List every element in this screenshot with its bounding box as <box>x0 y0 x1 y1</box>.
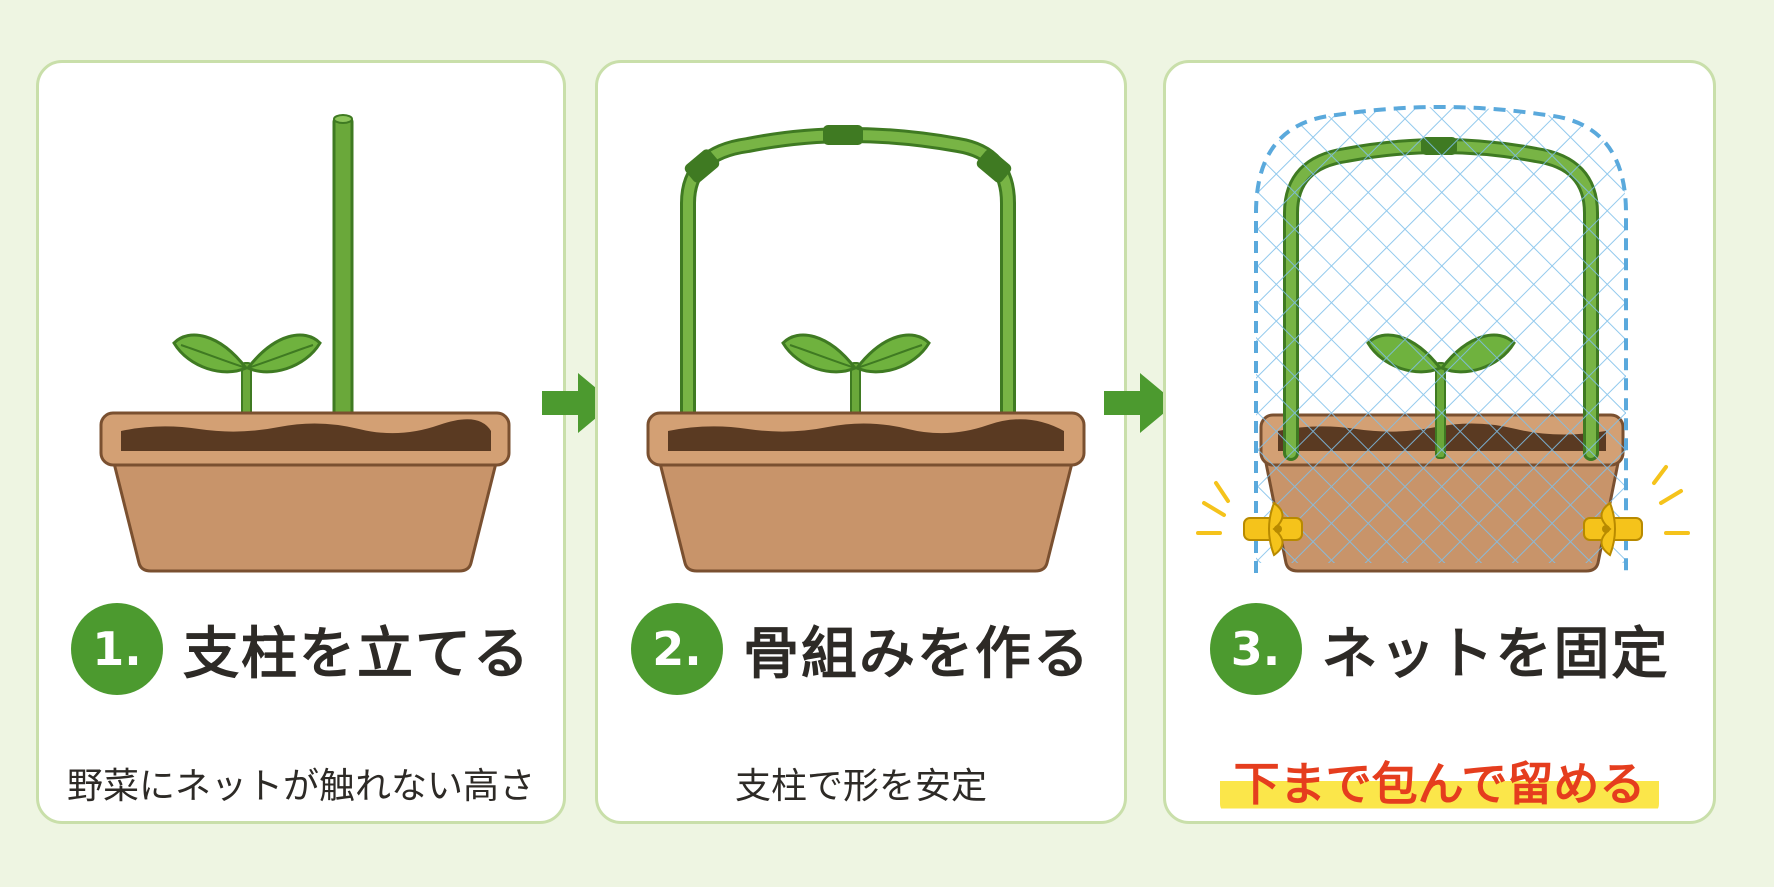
step-title: ネットを固定 <box>1321 621 1670 687</box>
step-card-3: 3. ネットを固定 下まで包んで留める <box>1163 60 1716 824</box>
step-subtitle-wrap: 下まで包んで留める <box>1166 748 1713 814</box>
step-title: 支柱を立てる <box>183 621 531 687</box>
step-2-illustration <box>646 125 1086 573</box>
step-card-2: 2. 骨組みを作る 支柱で形を安定 <box>595 60 1127 824</box>
step-number-badge: 3. <box>1209 603 1302 695</box>
step-subtitle: 野菜にネットが触れない高さ <box>66 766 535 807</box>
step-1-heading: 1. 支柱を立てる <box>39 603 563 695</box>
net-icon <box>1254 105 1628 573</box>
step-1-illustration <box>99 114 511 573</box>
planter-icon <box>99 411 511 573</box>
clip-icon <box>1583 501 1643 557</box>
arch-frame-icon <box>680 125 1016 461</box>
step-number-badge: 2. <box>631 603 723 695</box>
sparkle-icon <box>1196 465 1690 535</box>
step-subtitle-emphasis: 下まで包んで留める <box>1219 748 1660 814</box>
step-2-heading: 2. 骨組みを作る <box>598 603 1124 695</box>
step-number-badge: 1. <box>71 603 163 695</box>
stake-icon <box>332 114 354 450</box>
step-3-illustration <box>1196 105 1690 573</box>
step-subtitle: 支柱で形を安定 <box>734 766 987 807</box>
step-3-heading: 3. ネットを固定 <box>1166 603 1713 695</box>
clip-icon <box>1243 501 1303 557</box>
step-title: 骨組みを作る <box>743 621 1091 687</box>
step-card-1: 1. 支柱を立てる 野菜にネットが触れない高さ <box>36 60 566 824</box>
planter-icon <box>646 411 1086 573</box>
arrow-right-icon <box>1104 373 1176 433</box>
